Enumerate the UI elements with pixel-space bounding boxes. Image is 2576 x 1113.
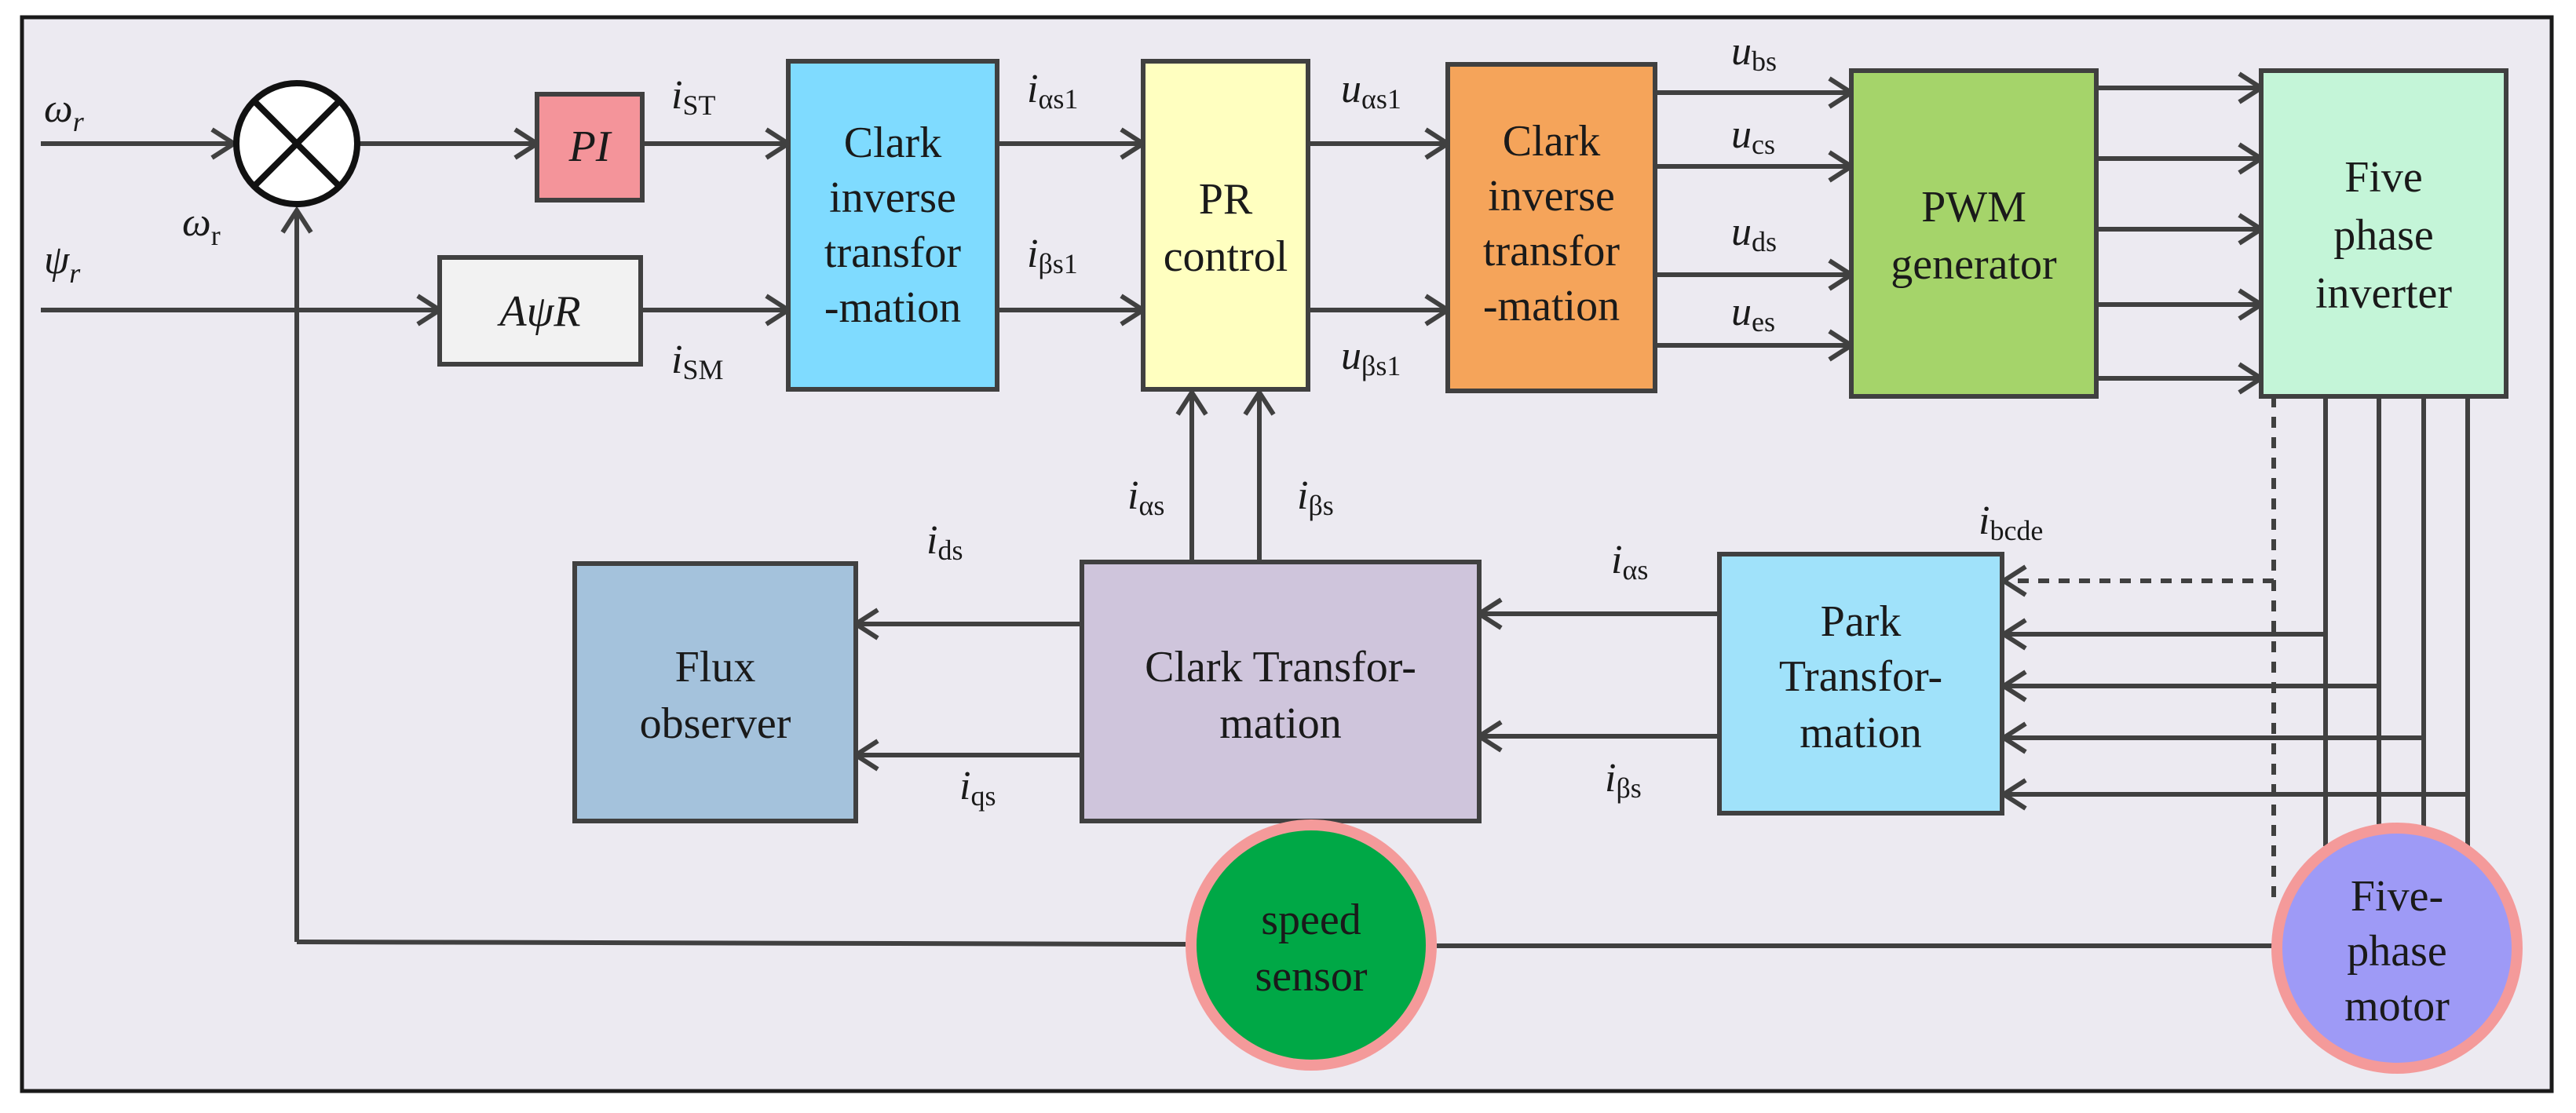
label-i-bs-feedback: iβs [1297,473,1334,521]
motor-core [2282,834,2512,1063]
inverter-line-3: inverter [2315,269,2452,318]
label-i-as-park: iαs [1611,538,1648,586]
speed-sensor: speed sensor [1186,819,1437,1071]
pi-box [535,92,645,203]
clark-transformation-box [1080,560,1482,823]
clark-inverse-2-line-3: transfor [1483,227,1621,276]
flux-observer-box [572,561,858,823]
speed-sensor-line-2: sensor [1255,952,1367,1001]
label-u-as1: uαs1 [1341,67,1401,115]
apsir-label: AψR [496,287,580,336]
pwm-generator-line-1: PWM [1921,183,2026,232]
label-i-as-feedback: iαs [1127,473,1164,521]
clark-transformation-line-2: mation [1219,699,1342,748]
clark-inverse-1-line-3: transfor [824,228,962,277]
park-transformation-line-2: Transfor- [1779,652,1942,701]
flux-observer-line-1: Flux [675,643,756,692]
speed-sensor-line-1: speed [1261,896,1361,944]
feedback-omega-r: ωr [182,200,221,251]
pi-block: PI [535,92,645,203]
five-phase-motor: Five- phase motor [2271,823,2523,1074]
label-u-ds: uds [1731,210,1777,257]
input-psi-r: ψr [44,238,81,289]
flux-observer-line-2: observer [640,699,791,748]
clark-inverse-1-line-2: inverse [829,173,956,222]
label-i-ds: ids [926,518,963,566]
summing-junction [233,80,360,207]
label-i-qs: iqs [959,764,996,812]
label-u-cs: ucs [1731,112,1775,160]
motor-line-3: motor [2344,982,2450,1031]
five-phase-inverter-block: Five phase inverter [2259,68,2508,399]
label-i-bs1: iβs1 [1027,232,1078,279]
clark-transformation-block: Clark Transfor- mation [1080,560,1482,823]
motor-line-2: phase [2347,927,2447,976]
pr-control-box [1141,59,1310,392]
pr-control-line-1: PR [1199,175,1253,224]
pwm-generator-line-2: generator [1891,240,2057,289]
signal-labels: ωr ψr ωr iST iSM iαs1 iβs1 uαs1 uβs1 ubs [44,29,2043,812]
motor-line-1: Five- [2351,872,2443,921]
label-u-es: ues [1731,290,1775,338]
speed-sensor-core [1197,830,1426,1060]
clark-inverse-2-box [1445,62,1657,393]
five-phase-inverter-box [2259,68,2508,399]
connection-lines [41,71,2470,948]
clark-transformation-line-1: Clark Transfor- [1145,643,1416,692]
label-i-bcde: ibcde [1979,498,2043,546]
input-omega-r: ωr [44,86,85,137]
clark-inverse-1-line-1: Clark [844,119,941,167]
clark-inverse-2-line-4: -mation [1483,282,1620,330]
label-i-st: iST [671,73,715,121]
label-u-bs1: uβs1 [1341,334,1401,381]
label-i-sm: iSM [671,338,723,385]
pwm-generator-block: PWM generator [1849,68,2099,399]
flux-observer-block: Flux observer [572,561,858,823]
apsir-block: AψR [437,255,643,367]
pi-label: PI [568,122,612,171]
inverter-line-1: Five [2344,153,2423,202]
inverter-line-2: phase [2333,211,2434,260]
pr-control-line-2: control [1164,232,1288,281]
clark-inverse-2-line-2: inverse [1488,172,1615,221]
park-transformation-box [1717,552,2004,816]
clark-inverse-2-line-1: Clark [1503,117,1600,166]
clark-inverse-block-2: Clark inverse transfor -mation [1445,62,1657,393]
park-transformation-line-3: mation [1800,709,1922,757]
label-i-bs-park: iβs [1605,756,1642,804]
clark-inverse-1-line-4: -mation [824,283,961,332]
clark-inverse-block-1: Clark inverse transfor -mation [786,59,999,392]
park-transformation-line-1: Park [1821,597,1902,646]
park-transformation-block: Park Transfor- mation [1717,552,2004,816]
apsir-box [437,255,643,367]
pr-control-block: PR control [1141,59,1310,392]
label-i-as1: iαs1 [1027,67,1078,115]
pwm-generator-box [1849,68,2099,399]
clark-inverse-1-box [786,59,999,392]
label-u-bs: ubs [1731,29,1777,77]
